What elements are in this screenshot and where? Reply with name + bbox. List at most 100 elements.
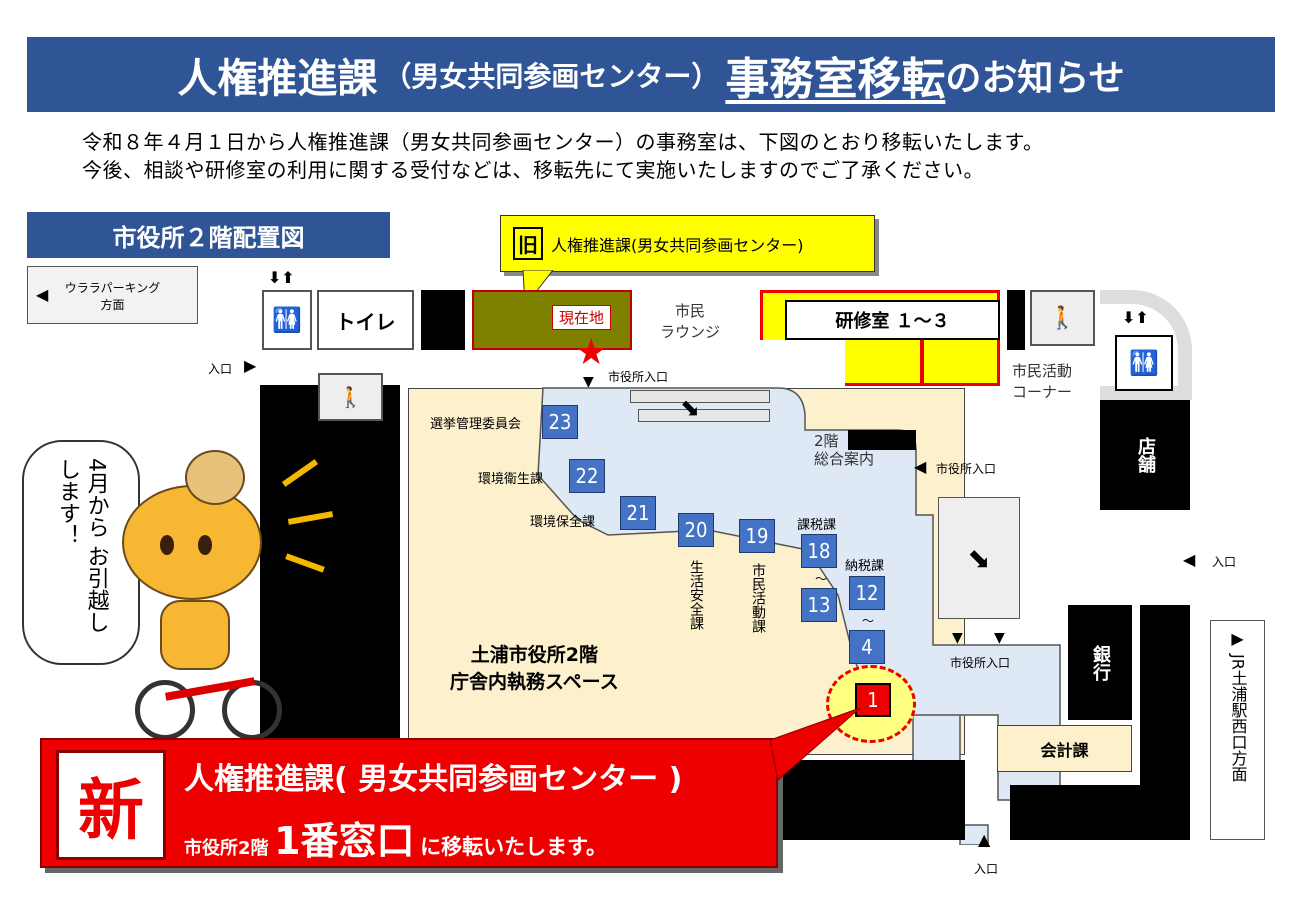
jr-label: JR土浦駅西口方面	[1228, 654, 1248, 782]
down-arrow-icon: ▼	[952, 630, 963, 646]
wall-block	[1140, 605, 1190, 840]
info-text: 2階	[814, 432, 839, 450]
restroom-icon: 🚻	[262, 290, 312, 350]
title-end: のお知らせ	[945, 57, 1125, 99]
title-sub: （男女共同参画センター）	[383, 59, 720, 93]
right-arrow-icon: ▶	[1231, 629, 1244, 648]
wall-block	[260, 385, 400, 760]
old-badge: 旧	[513, 227, 543, 260]
city-hall-entrance-label-3: 市役所入口	[950, 656, 1011, 670]
parking-direction: ◀ ウララパーキング 方面	[27, 266, 198, 324]
old-callout-text: 人権推進課(男女共同参画センター)	[551, 235, 804, 255]
wall-block	[1010, 785, 1140, 840]
up-arrow-icon: ▲	[978, 830, 991, 849]
shop: 店舗	[1100, 400, 1190, 510]
window-22-label: 環境衛生課	[478, 472, 544, 487]
title-banner: 人権推進課 （男女共同参画センター） 事務室移転 のお知らせ	[27, 37, 1275, 112]
lounge-text-2: ラウンジ	[660, 323, 721, 341]
window-20-label: 生活安全課	[688, 560, 704, 630]
window-12: 12	[849, 576, 885, 610]
workspace-text: 土浦市役所2階	[470, 644, 598, 666]
title-main: 人権推進課	[177, 55, 378, 102]
entrance-label-right: 入口	[1212, 555, 1237, 569]
escalator-icon: ⬊	[630, 390, 770, 430]
old-location-callout: 旧 人権推進課(男女共同参画センター)	[500, 215, 875, 272]
mascot-head	[122, 485, 262, 600]
window-1: 1	[855, 683, 891, 717]
star-icon: ★	[575, 332, 608, 373]
speech-text: 4月から お引越しします！	[55, 457, 109, 633]
parking-text-2: 方面	[100, 298, 125, 312]
workspace-text-2: 庁舎内執務スペース	[450, 670, 619, 693]
left-arrow-icon: ◀	[914, 457, 927, 476]
down-arrow-icon: ▼	[583, 374, 594, 390]
range-tilde-2: ～	[862, 614, 875, 628]
intro-line-1: 令和８年４月１日から人権推進課（男女共同参画センター）の事務室は、下図のとおり移…	[82, 130, 1044, 154]
lounge-text: 市民	[675, 302, 706, 320]
current-location-label: 現在地	[552, 305, 612, 330]
bank-label: 銀行	[1090, 644, 1111, 681]
window-20: 20	[678, 513, 714, 547]
new-pointer	[770, 707, 861, 781]
left-arrow-icon: ◀	[36, 285, 49, 304]
window-13: 13	[801, 588, 837, 622]
speech-bubble: 4月から お引越しします！	[22, 440, 140, 665]
activity-text: 市民活動	[1012, 362, 1073, 380]
window-18-label: 課税課	[797, 518, 837, 533]
wall	[1007, 290, 1025, 350]
title-emphasis: 事務室移転	[725, 53, 946, 105]
window-19-label: 市民活動課	[750, 563, 766, 633]
jr-direction: ▶ JR土浦駅西口方面	[1210, 620, 1265, 840]
wall-block	[780, 760, 965, 840]
new-location-box: 新 人権推進課( 男女共同参画センター ) 市役所2階 1番窓口 に移転いたしま…	[40, 738, 778, 868]
new-line-pre: 市役所2階	[184, 838, 269, 859]
entrance-label: 入口	[208, 362, 233, 376]
corridor	[760, 340, 845, 386]
window-21-label: 環境保全課	[530, 515, 596, 530]
mascot-eye	[198, 535, 212, 555]
workspace-label: 土浦市役所2階庁舎内執務スペース	[450, 642, 619, 695]
mascot-body	[160, 600, 230, 670]
new-line-big: 1番窓口	[274, 819, 415, 863]
new-line-post: に移転いたします。	[420, 835, 608, 859]
parking-text: ウララパーキング	[64, 281, 161, 295]
bank: 銀行	[1068, 605, 1132, 720]
window-4: 4	[849, 630, 885, 664]
escalator-icon-2: ⬊	[938, 497, 1020, 619]
stairs-icon-2: 🚶	[318, 373, 383, 421]
restroom-icon-2: 🚻	[1115, 335, 1173, 391]
entrance-label-bottom: 入口	[974, 862, 999, 876]
range-tilde: ～	[815, 572, 828, 586]
accounting: 会計課	[997, 725, 1132, 772]
window-21: 21	[620, 496, 656, 530]
city-hall-entrance-label-2: 市役所入口	[936, 462, 997, 476]
toilet-room: トイレ	[317, 290, 414, 350]
new-badge: 新	[56, 750, 166, 860]
window-23: 23	[542, 405, 578, 439]
info-text-2: 総合案内	[814, 450, 875, 468]
elevator-arrows-icon-2: ⬇⬆	[1122, 308, 1149, 327]
bicycle-wheel	[135, 680, 195, 740]
divider	[920, 340, 924, 386]
mascot-eye	[160, 535, 174, 555]
down-arrow-icon: ▼	[994, 630, 1005, 646]
window-18: 18	[801, 534, 837, 568]
window-23-label: 選挙管理委員会	[430, 417, 522, 432]
lotus-root-icon	[185, 450, 245, 505]
window-22: 22	[569, 459, 605, 493]
activity-text-2: コーナー	[1012, 383, 1073, 401]
citizen-lounge: 市民ラウンジ	[660, 300, 720, 342]
stairs-icon: 🚶	[1030, 290, 1095, 346]
city-hall-entrance-label: 市役所入口	[608, 370, 669, 384]
shop-label: 店舗	[1135, 437, 1156, 473]
entrance-arrow-icon: ▶	[244, 356, 257, 375]
map-label: 市役所２階配置図	[27, 212, 390, 258]
wall	[855, 430, 915, 450]
citizen-activity-corner: 市民活動コーナー	[1012, 360, 1072, 402]
new-line: 市役所2階 1番窓口 に移転いたします。	[184, 810, 607, 865]
training-rooms: 研修室 １～３	[785, 300, 1000, 340]
general-info: 2階総合案内	[814, 432, 874, 468]
window-19: 19	[739, 519, 775, 553]
elevator-arrows-icon: ⬇⬆	[268, 268, 295, 287]
window-12-label: 納税課	[845, 559, 885, 574]
